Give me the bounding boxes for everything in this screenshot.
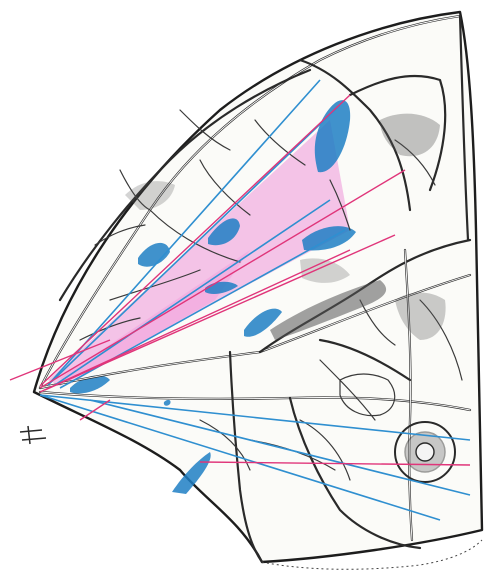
entrance-gate [20, 426, 46, 444]
